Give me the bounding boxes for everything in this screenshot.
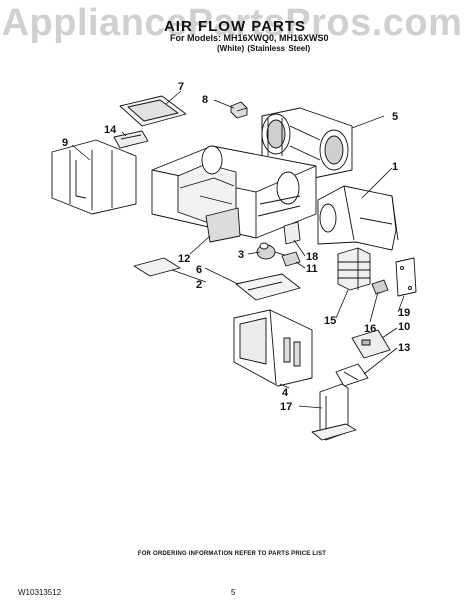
part-13-bracket [335, 363, 369, 387]
callout-15: 15 [324, 315, 336, 327]
part-19-bracket [395, 257, 417, 297]
models-line: For Models: MH16XWQ0, MH16XWS0 [170, 33, 329, 43]
callout-4: 4 [282, 387, 289, 399]
watermark-text: AppliancePartsPros.com [1, 2, 463, 44]
page-title: AIR FLOW PARTS [163, 18, 307, 35]
part-9-side-panel [51, 139, 137, 215]
part-18-flap [283, 221, 301, 245]
callout-7: 7 [178, 81, 184, 93]
callout-12: 12 [178, 253, 190, 265]
part-8-bracket [230, 101, 248, 119]
callout-16: 16 [364, 323, 376, 335]
part-1-air-duct [317, 185, 399, 251]
main-housing [151, 145, 317, 243]
part-4-chute [233, 309, 313, 387]
part-6-plate [235, 273, 301, 301]
callout-2: 2 [196, 279, 202, 291]
callout-9: 9 [62, 137, 68, 149]
callout-17: 17 [280, 401, 292, 413]
callout-10: 10 [398, 321, 410, 333]
page-number: 5 [231, 588, 236, 597]
callout-1: 1 [392, 161, 398, 173]
part-14-plate [113, 130, 149, 149]
callout-8: 8 [202, 94, 208, 106]
part-2-plate [133, 257, 181, 277]
callout-3: 3 [238, 249, 244, 261]
part-11-terminal [281, 251, 301, 267]
callout-14: 14 [104, 124, 117, 136]
variants-line: (White) (Stainless Steel) [217, 44, 311, 53]
part-15-transformer [337, 247, 371, 291]
part-7-filter [119, 95, 187, 127]
part-10-board [351, 329, 391, 359]
callout-11: 11 [306, 263, 318, 275]
leader-lines [71, 90, 405, 409]
callout-6: 6 [196, 264, 202, 276]
callout-19: 19 [398, 307, 410, 319]
ordering-note: FOR ORDERING INFORMATION REFER TO PARTS … [137, 551, 327, 557]
callout-13: 13 [398, 342, 410, 354]
callout-18: 18 [306, 251, 318, 263]
callout-5: 5 [392, 111, 398, 123]
part-17-vent-duct [311, 383, 357, 441]
document-number: W10313512 [18, 588, 62, 597]
part-3-motor [256, 242, 295, 260]
part-16-clip [371, 279, 389, 295]
